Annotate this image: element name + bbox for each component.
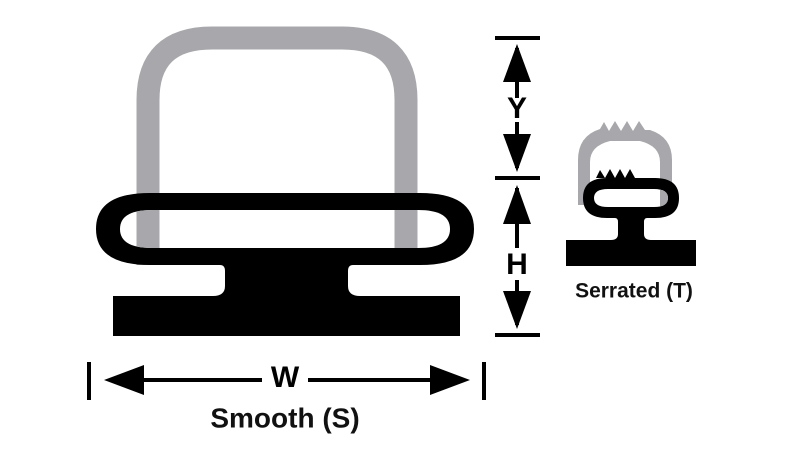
smooth-bulb-legs-through-hole bbox=[136, 210, 418, 248]
serrated-bulb-legs-through-hole bbox=[594, 189, 668, 207]
dimension-label-h: H bbox=[506, 248, 528, 281]
dimension-label-w: W bbox=[271, 361, 300, 394]
arrow-up-icon bbox=[503, 185, 531, 224]
dimension-label-y: Y bbox=[507, 92, 527, 125]
dimension-h: H bbox=[495, 185, 540, 337]
caption-smooth: Smooth (S) bbox=[210, 402, 359, 433]
dimension-w: W bbox=[87, 361, 486, 400]
smooth-bulb-gray bbox=[136, 26, 418, 265]
arrow-right-icon bbox=[430, 365, 470, 395]
arrow-down-icon bbox=[503, 291, 531, 329]
caption-serrated: Serrated (T) bbox=[575, 280, 693, 303]
serrated-bulb-gray bbox=[578, 121, 672, 205]
figure-smooth: Smooth (S) bbox=[96, 26, 474, 433]
smooth-body-black bbox=[96, 193, 474, 336]
arrow-down-icon bbox=[503, 134, 531, 172]
figure-serrated: Serrated (T) bbox=[566, 121, 696, 303]
arrow-up-icon bbox=[503, 44, 531, 82]
arrow-left-icon bbox=[104, 365, 144, 395]
dimension-y: Y bbox=[495, 36, 540, 180]
